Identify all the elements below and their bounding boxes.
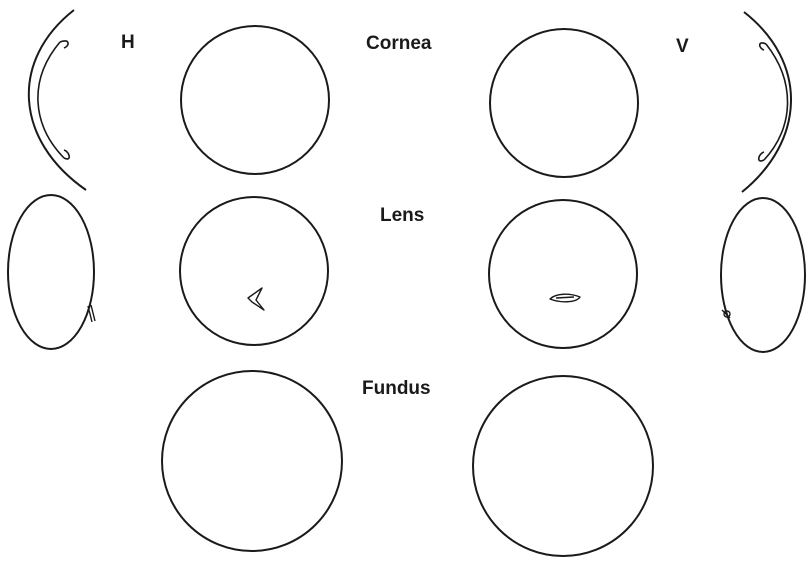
left-lens-profile (8, 195, 95, 349)
right-cornea-profile (742, 12, 791, 192)
right-lens-profile (721, 198, 805, 352)
cornea-label: Cornea (366, 33, 432, 54)
left-cornea-profile (29, 10, 86, 190)
left-lens-circle (180, 197, 328, 345)
right-lens-opacity-mark (550, 294, 580, 302)
fundus-label: Fundus (362, 378, 431, 399)
lens-label: Lens (380, 205, 424, 226)
left-lens-opacity-mark (248, 288, 264, 310)
right-cornea-circle (490, 29, 638, 177)
left-fundus-circle (162, 371, 342, 551)
right-fundus-circle (473, 376, 653, 556)
left-eye-label: H (121, 32, 135, 53)
right-eye-label: V (676, 36, 689, 57)
left-cornea-circle (181, 26, 329, 174)
right-lens-circle (489, 200, 637, 348)
